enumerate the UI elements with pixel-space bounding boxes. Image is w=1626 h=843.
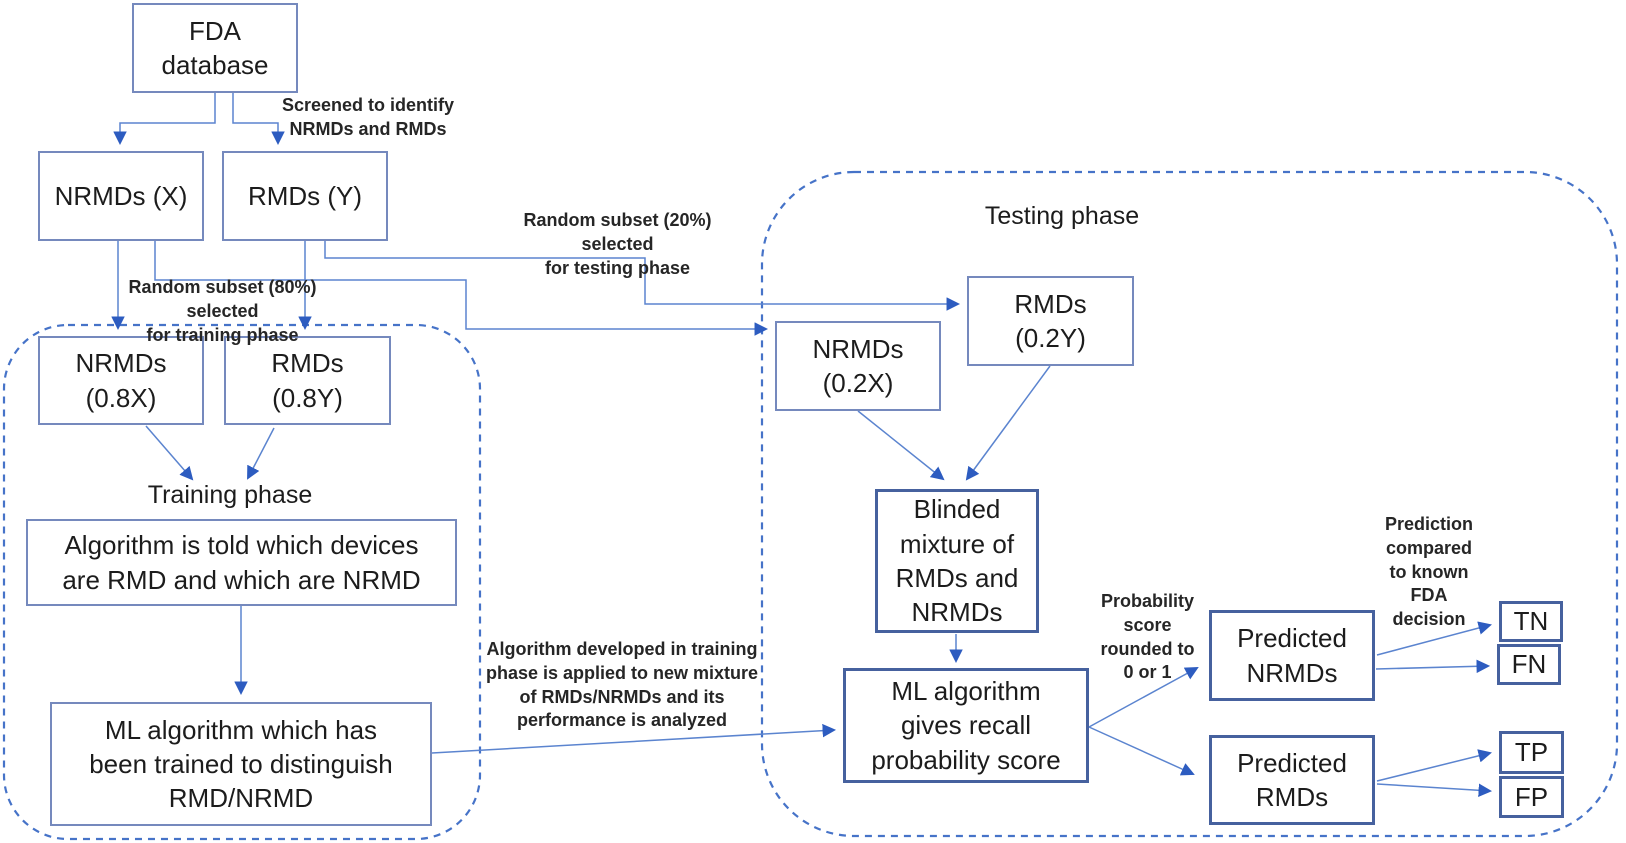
node-predicted-nrmds: Predicted NRMDs [1209, 610, 1375, 701]
node-fda-database: FDA database [132, 3, 298, 93]
arrow-mlrecall-to-prednrmds [1088, 667, 1199, 728]
annotation-subset20: Random subset (20%) selected for testing… [523, 210, 712, 278]
arrow-prednrmds-to-fn [1375, 659, 1491, 674]
testing-phase-title: Testing phase [984, 202, 1140, 230]
arrow-rmdsy-to-02y [324, 241, 961, 311]
annotation-probability-rounded: Probability score rounded to 0 or 1 [1100, 591, 1195, 683]
annotation-subset80: Random subset (80%) selected for trainin… [128, 277, 317, 345]
node-nrmds-08x: NRMDs (0.8X) [38, 336, 204, 425]
node-ml-trained: ML algorithm which has been trained to d… [50, 702, 432, 826]
annotation-algorithm-applied: Algorithm developed in training phase is… [485, 639, 759, 731]
arrow-08y-to-training-label [247, 427, 275, 480]
node-ml-recall: ML algorithm gives recall probability sc… [843, 668, 1089, 783]
arrow-nrmdsx-to-02x [154, 241, 769, 336]
node-algorithm-told: Algorithm is told which devices are RMD … [26, 519, 457, 606]
arrow-mltrained-to-mlrecall [431, 723, 837, 754]
node-rmds-y: RMDs (Y) [222, 151, 388, 241]
node-fp: FP [1499, 776, 1564, 818]
annotation-prediction-compared: Prediction compared to known FDA decisio… [1384, 514, 1473, 629]
arrow-08x-to-training-label [145, 425, 194, 481]
arrow-fda-to-rmds-y [232, 93, 285, 146]
arrow-mlrecall-to-predrmds [1088, 726, 1195, 776]
training-phase-container [2, 323, 482, 841]
node-nrmds-x: NRMDs (X) [38, 151, 204, 241]
node-rmds-02y: RMDs (0.2Y) [967, 276, 1134, 366]
annotation-screened: Screened to identify NRMDs and RMDs [281, 95, 455, 139]
node-tn: TN [1499, 601, 1563, 642]
arrow-predrmds-to-fp [1376, 783, 1493, 798]
testing-phase-container [760, 170, 1619, 838]
node-tp: TP [1499, 731, 1564, 774]
node-fn: FN [1497, 644, 1561, 685]
arrow-02x-to-blinded [857, 410, 945, 481]
node-rmds-08y: RMDs (0.8Y) [224, 336, 391, 425]
arrow-fda-to-nrmds-x [113, 93, 216, 146]
node-predicted-rmds: Predicted RMDs [1209, 735, 1375, 825]
arrow-02y-to-blinded [965, 365, 1051, 481]
node-nrmds-02x: NRMDs (0.2X) [775, 321, 941, 411]
arrow-predrmds-to-tp [1376, 749, 1492, 782]
arrow-prednrmds-to-tn [1376, 621, 1492, 656]
training-phase-title: Training phase [147, 481, 313, 509]
node-blinded-mixture: Blinded mixture of RMDs and NRMDs [875, 489, 1039, 633]
